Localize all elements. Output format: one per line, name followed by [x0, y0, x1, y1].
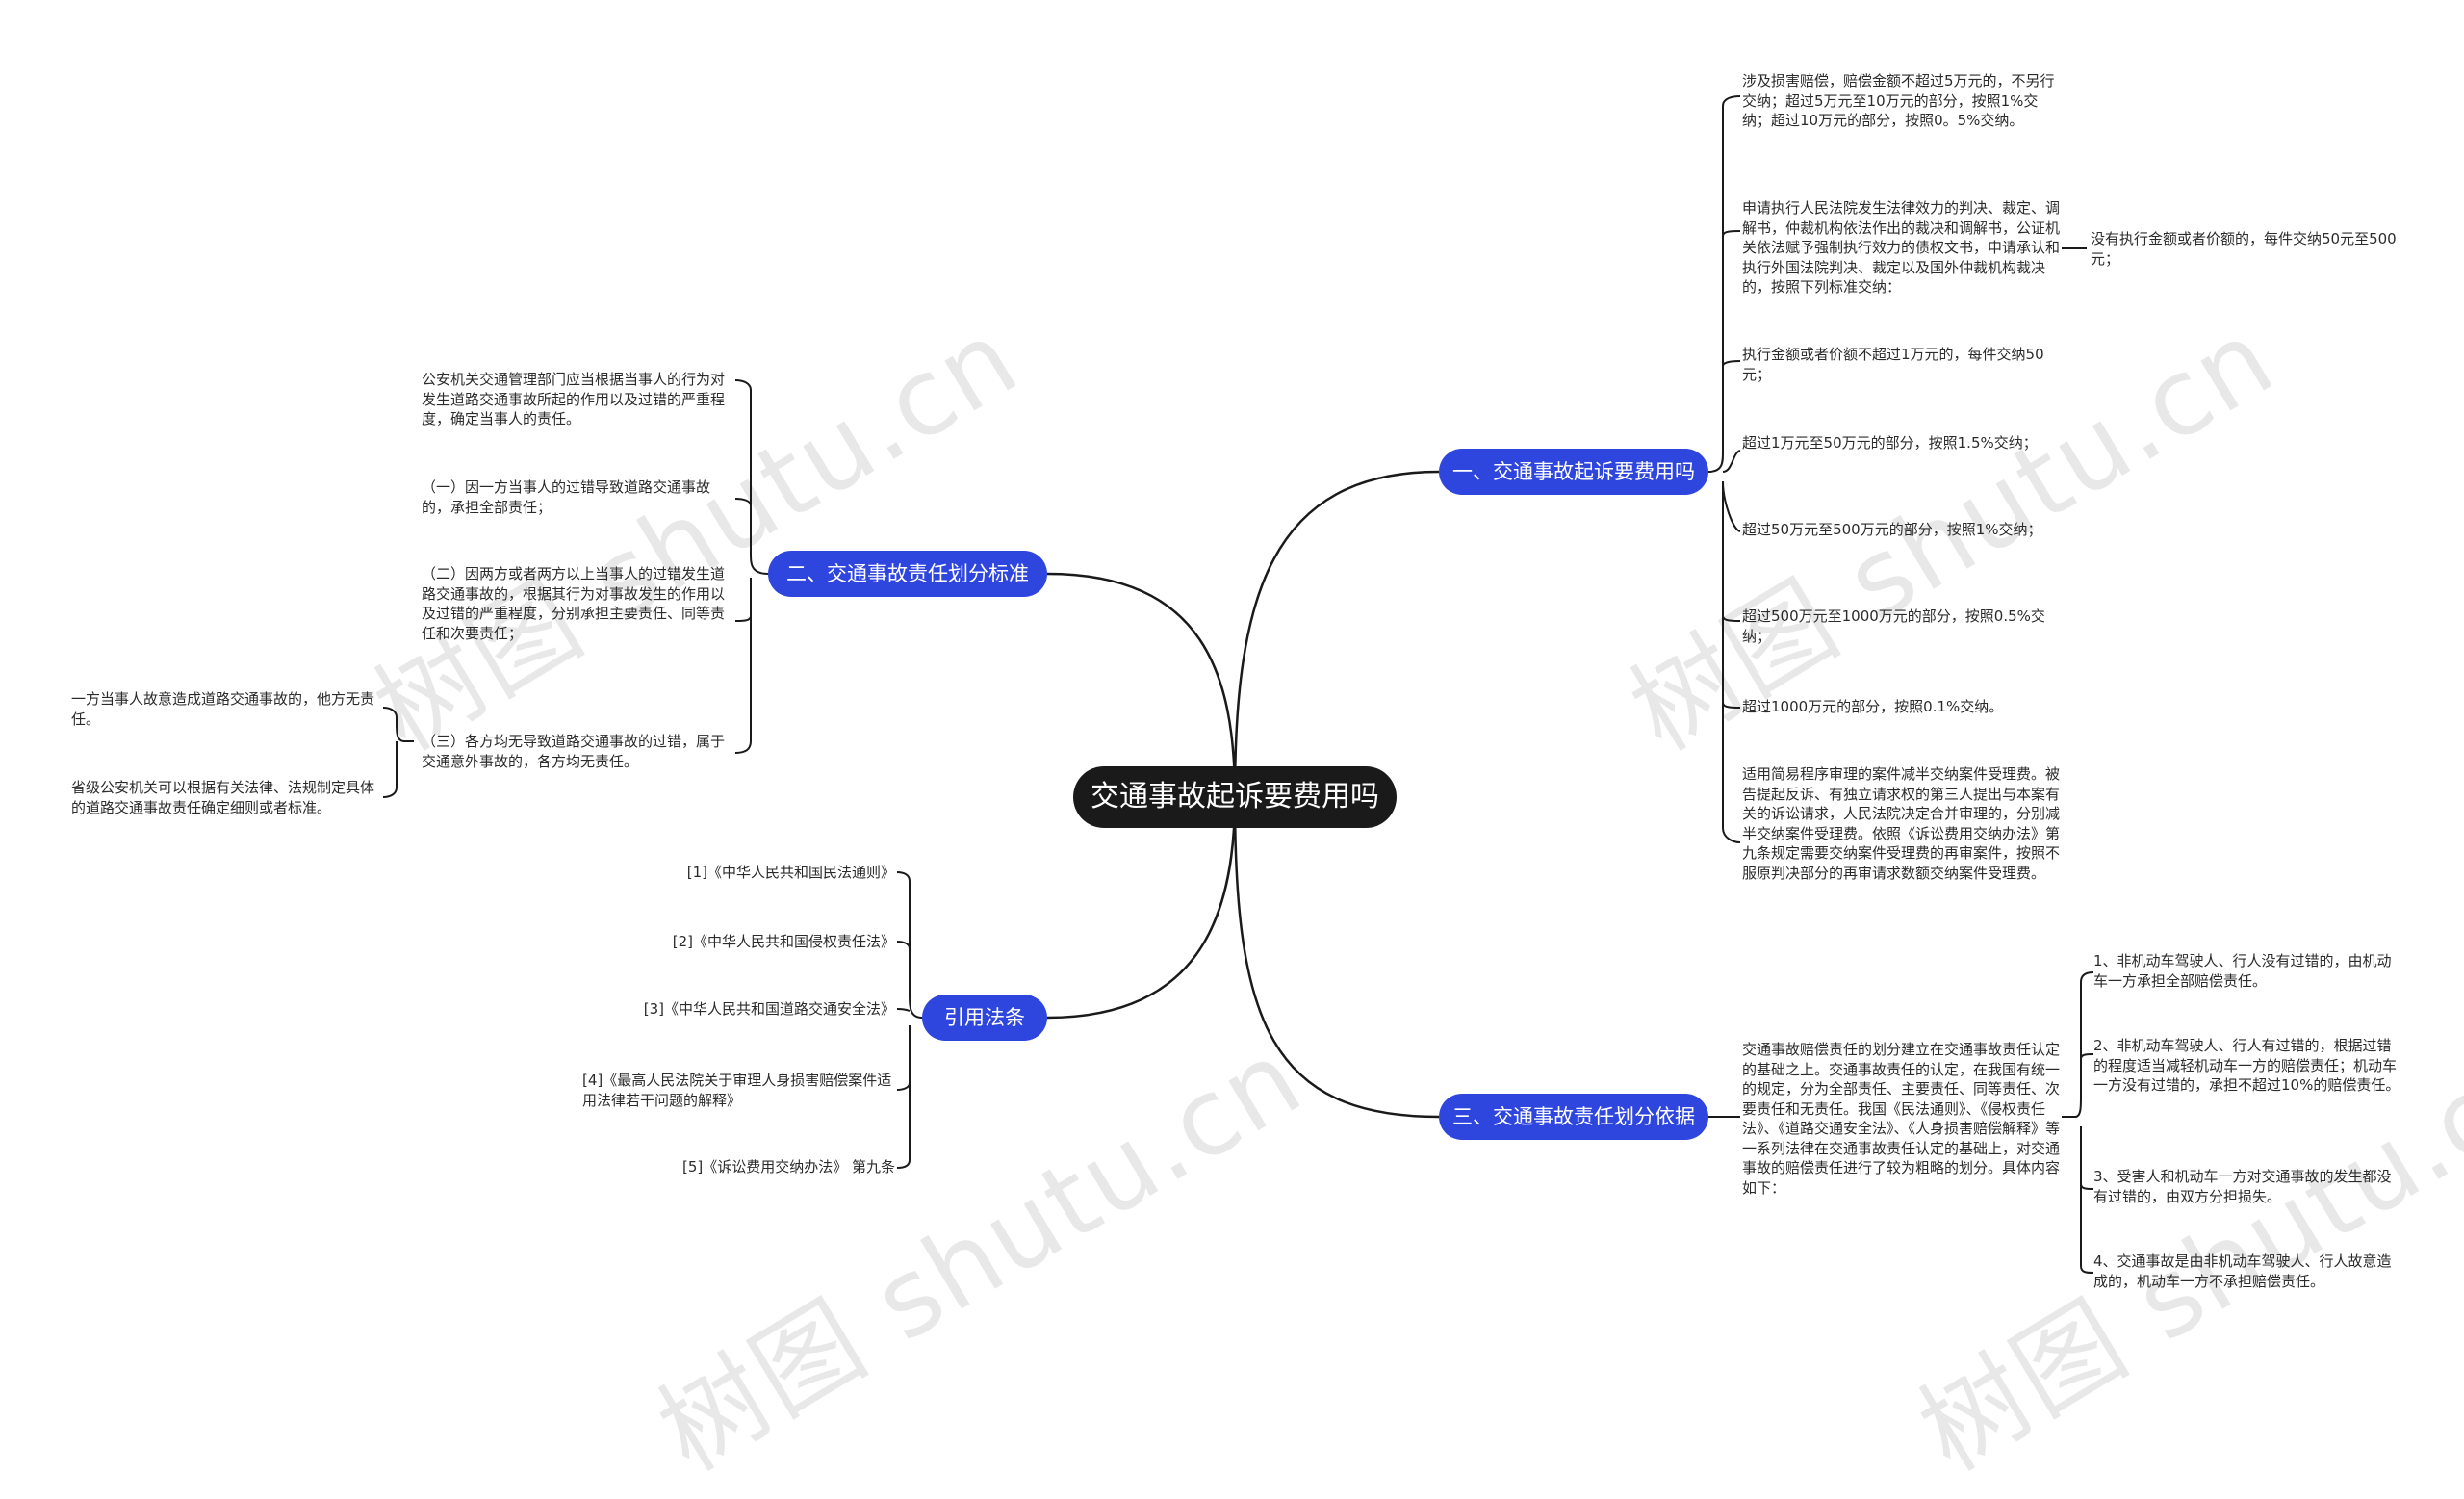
root-node[interactable]: 交通事故起诉要费用吗: [1073, 766, 1397, 828]
edge-root-b1: [1233, 470, 1440, 798]
leaf-law-2: [2]《中华人民共和国侵权责任法》: [672, 933, 895, 950]
branch-node-cited-laws[interactable]: 引用法条: [922, 995, 1047, 1041]
leaf-basis-rule-2: 2、非机动车驾驶人、行人有过错的，根据过错的程度适当减轻机动车一方的赔偿责任；机…: [2093, 1037, 2400, 1094]
branch-node-liability-basis[interactable]: 三、交通事故责任划分依据: [1439, 1094, 1708, 1140]
leaf-fee-under-10k: 执行金额或者价额不超过1万元的，每件交纳50元；: [1742, 346, 2044, 383]
leaf-fee-simplified: 适用简易程序审理的案件减半交纳案件受理费。被告提起反诉、有独立请求权的第三人提出…: [1742, 765, 2061, 882]
leaf-liability-intro: 公安机关交通管理部门应当根据当事人的行为对发生道路交通事故所起的作用以及过错的严…: [422, 371, 726, 427]
branch-node-litigation-fees[interactable]: 一、交通事故起诉要费用吗: [1439, 449, 1708, 495]
leaf-law-5: [5]《诉讼费用交纳办法》 第九条: [681, 1158, 895, 1176]
edge-root-b3: [1233, 796, 1440, 1119]
leaf-liability-shared: （二）因两方或者两方以上当事人的过错发生道路交通事故的，根据其行为对事故发生的作…: [422, 565, 726, 642]
branch-node-liability-standards[interactable]: 二、交通事故责任划分标准: [768, 551, 1047, 597]
leaf-liability-intentional: 一方当事人故意造成道路交通事故的，他方无责任。: [71, 690, 375, 728]
mind-map-canvas: 树图 shutu.cn 树图 shutu.cn 树图 shutu.cn 树图 s…: [71, 72, 2464, 1494]
leaf-fee-no-amount: 没有执行金额或者价额的，每件交纳50元至500元；: [2091, 230, 2397, 268]
connector-lines: [382, 95, 2094, 1274]
leaf-basis-rule-4: 4、交通事故是由非机动车驾驶人、行人故意造成的，机动车一方不承担赔偿责任。: [2093, 1253, 2392, 1290]
leaf-fee-over-10m: 超过1000万元的部分，按照0.1%交纳。: [1742, 698, 2004, 715]
leaf-fee-5m-10m: 超过500万元至1000万元的部分，按照0.5%交纳；: [1742, 607, 2045, 645]
leaf-fee-10k-500k: 超过1万元至50万元的部分，按照1.5%交纳；: [1742, 434, 2038, 452]
edge-root-b4: [1046, 796, 1237, 1020]
leaf-basis-description: 交通事故赔偿责任的划分建立在交通事故责任认定的基础之上。交通事故责任的认定，在我…: [1742, 1041, 2061, 1197]
leaf-fee-500k-5m: 超过50万元至500万元的部分，按照1%交纳；: [1742, 521, 2042, 538]
edge-root-b2: [1046, 572, 1237, 798]
leaf-law-4: [4]《最高人民法院关于审理人身损害赔偿案件适用法律若干问题的解释》: [582, 1072, 892, 1109]
leaf-liability-provincial: 省级公安机关可以根据有关法律、法规制定具体的道路交通事故责任确定细则或者标准。: [71, 779, 375, 816]
leaf-basis-rule-3: 3、受害人和机动车一方对交通事故的发生都没有过错的，由双方分担损失。: [2093, 1168, 2392, 1205]
leaf-fee-enforcement: 申请执行人民法院发生法律效力的判决、裁定、调解书，仲裁机构依法作出的裁决和调解书…: [1742, 199, 2061, 296]
leaf-liability-full: （一）因一方当事人的过错导致道路交通事故的，承担全部责任；: [422, 478, 711, 516]
leaf-law-3: [3]《中华人民共和国道路交通安全法》: [643, 1000, 895, 1018]
leaf-law-1: [1]《中华人民共和国民法通则》: [686, 864, 895, 881]
leaf-liability-accident: （三）各方均无导致道路交通事故的过错，属于交通意外事故的，各方均无责任。: [422, 733, 726, 770]
leaf-basis-rule-1: 1、非机动车驾驶人、行人没有过错的，由机动车一方承担全部赔偿责任。: [2093, 952, 2392, 990]
leaf-fee-damages: 涉及损害赔偿，赔偿金额不超过5万元的，不另行交纳；超过5万元至10万元的部分，按…: [1742, 72, 2055, 129]
